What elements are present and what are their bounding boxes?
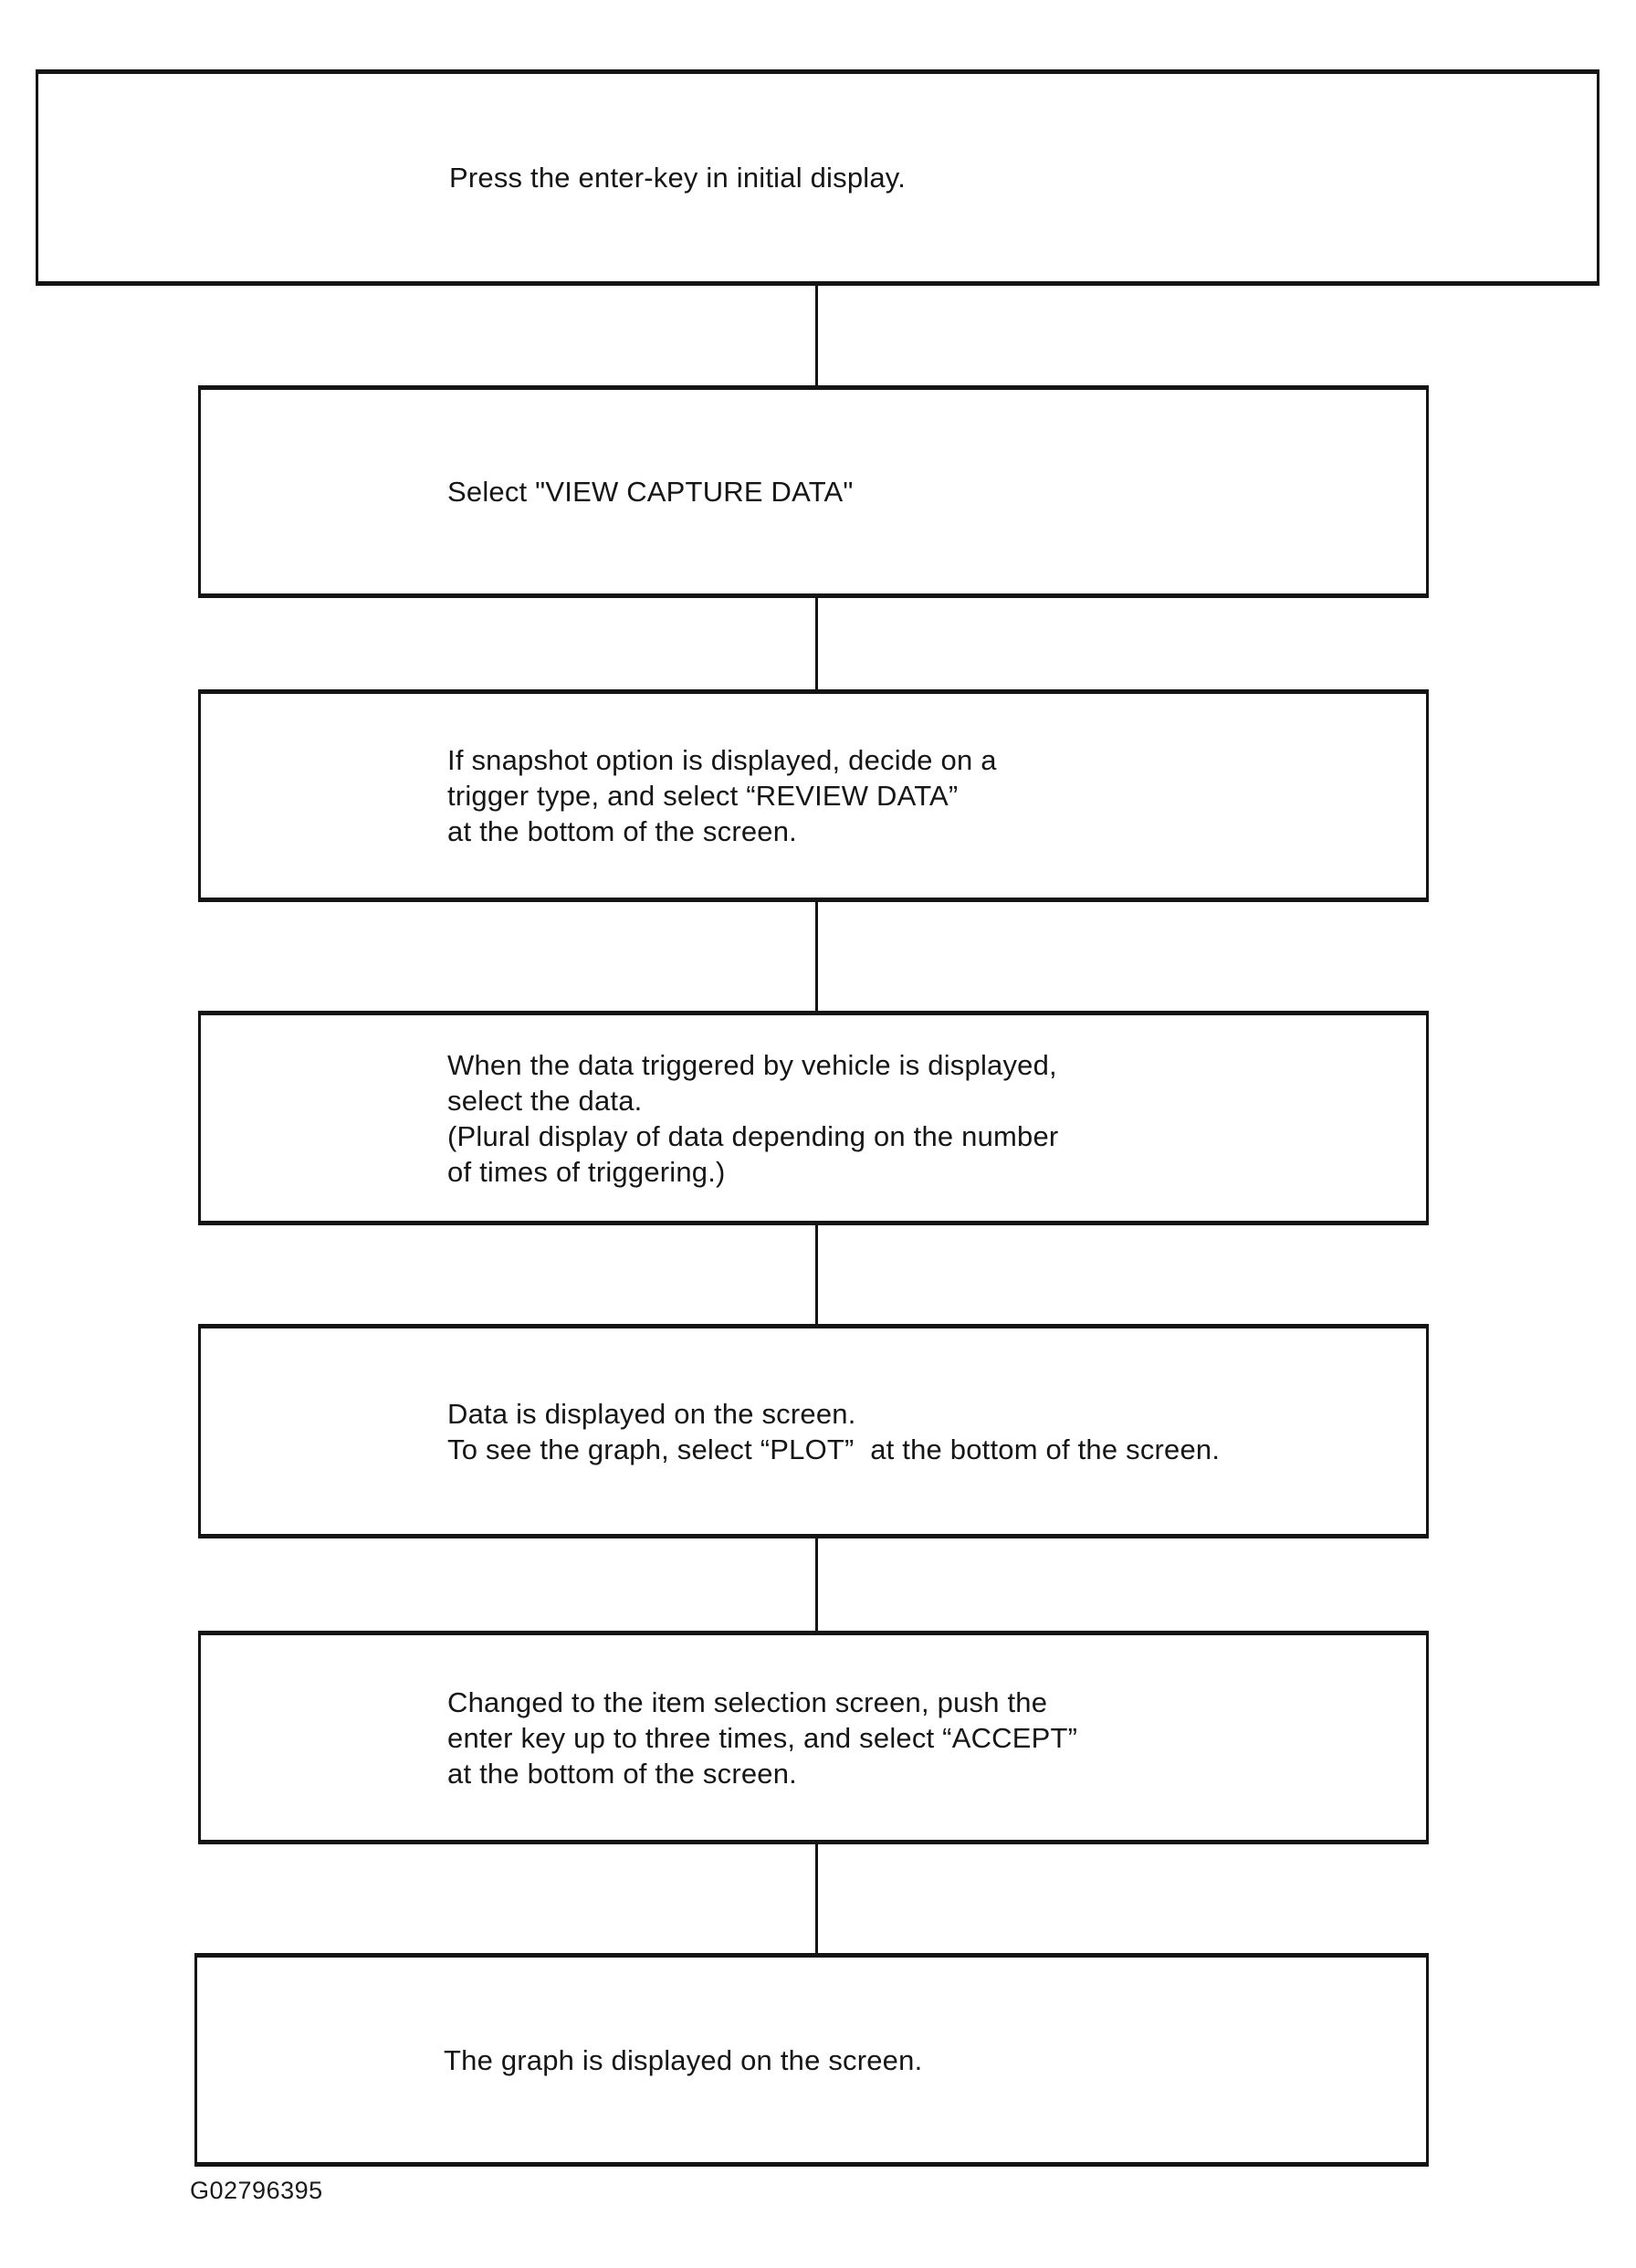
flow-step-7-text: The graph is displayed on the screen. [444,2043,923,2076]
flow-step-3: If snapshot option is displayed, decide … [198,689,1429,902]
flow-step-7: The graph is displayed on the screen. [194,1953,1429,2167]
flow-step-4-text: When the data triggered by vehicle is di… [447,1048,1059,1188]
flow-step-5-text: Data is displayed on the screen. To see … [447,1397,1221,1465]
flow-step-2-text: Select "VIEW CAPTURE DATA" [447,476,854,508]
flow-step-3-text: If snapshot option is displayed, decide … [447,744,997,847]
connector-line-1 [815,286,818,385]
connector-line-3 [815,902,818,1011]
connector-line-2 [815,598,818,689]
flow-step-1: Press the enter-key in initial display. [36,69,1599,286]
connector-line-5 [815,1538,818,1631]
flow-step-4: When the data triggered by vehicle is di… [198,1011,1429,1225]
flow-step-1-text: Press the enter-key in initial display. [449,162,907,194]
figure-code-label: G02796395 [190,2177,323,2204]
connector-line-6 [815,1844,818,1953]
flow-step-5: Data is displayed on the screen. To see … [198,1324,1429,1538]
connector-line-4 [815,1225,818,1324]
flow-step-2: Select "VIEW CAPTURE DATA" [198,385,1429,598]
flow-step-6-text: Changed to the item selection screen, pu… [447,1685,1078,1790]
flow-step-6: Changed to the item selection screen, pu… [198,1631,1429,1844]
